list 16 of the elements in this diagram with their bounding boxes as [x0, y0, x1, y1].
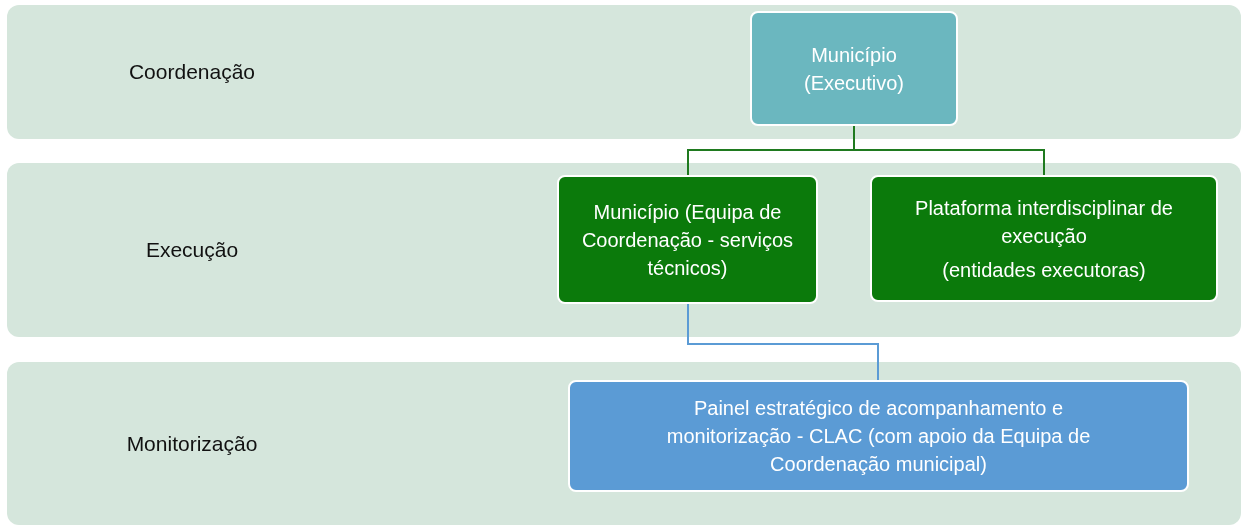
process-box: [870, 175, 1218, 302]
box-label: Plataforma interdisciplinar de execução: [914, 195, 1174, 249]
row-label: Execução: [144, 238, 240, 262]
row-band: [7, 5, 1241, 139]
process-box: [557, 175, 818, 304]
row-label: Coordenação: [127, 60, 257, 84]
row-band: [7, 163, 1241, 337]
process-box: [750, 11, 958, 126]
row-band: [7, 362, 1241, 525]
box-label: (entidades executoras): [942, 257, 1146, 283]
box-label: Painel estratégico de acompanhamento e monitorização - CLAC (com apoio da Equipa de Coordenação municipal): [665, 396, 1092, 477]
row-label: Monitorização: [125, 431, 259, 456]
connector-line: [687, 303, 879, 381]
process-box: [568, 380, 1189, 492]
box-label: Município (Executivo): [803, 42, 905, 96]
box-label: Município (Equipa de Coordenação - serviços técnicos): [581, 199, 794, 281]
